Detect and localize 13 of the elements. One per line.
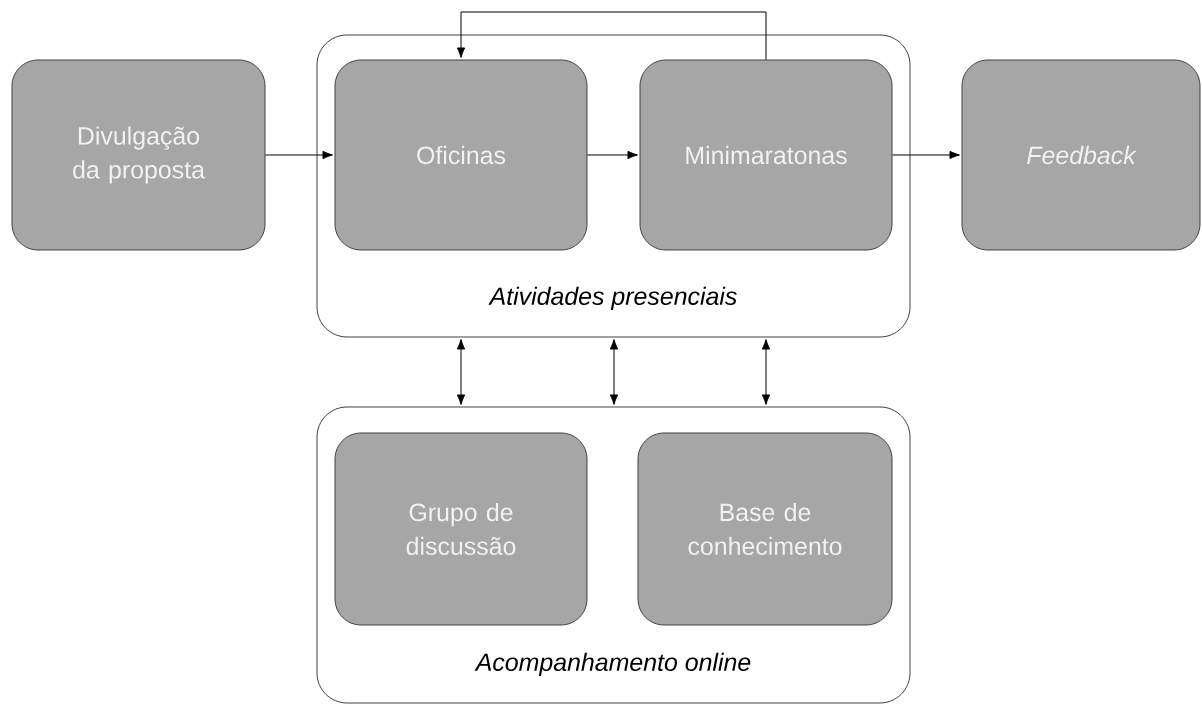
- process-box: Feedback: [961, 59, 1201, 251]
- arrow: [892, 150, 960, 160]
- arrow: [265, 150, 333, 160]
- arrow: [609, 339, 619, 405]
- arrow: [761, 339, 771, 405]
- arrow: [456, 339, 466, 405]
- process-box: Grupo de discussão: [334, 432, 588, 626]
- process-box: Minimaratonas: [639, 59, 893, 251]
- process-box: Divulgação da proposta: [11, 59, 266, 251]
- arrow: [456, 11, 767, 60]
- process-box: Oficinas: [334, 59, 588, 251]
- process-box: Base de conhecimento: [637, 432, 893, 626]
- arrow: [587, 150, 638, 160]
